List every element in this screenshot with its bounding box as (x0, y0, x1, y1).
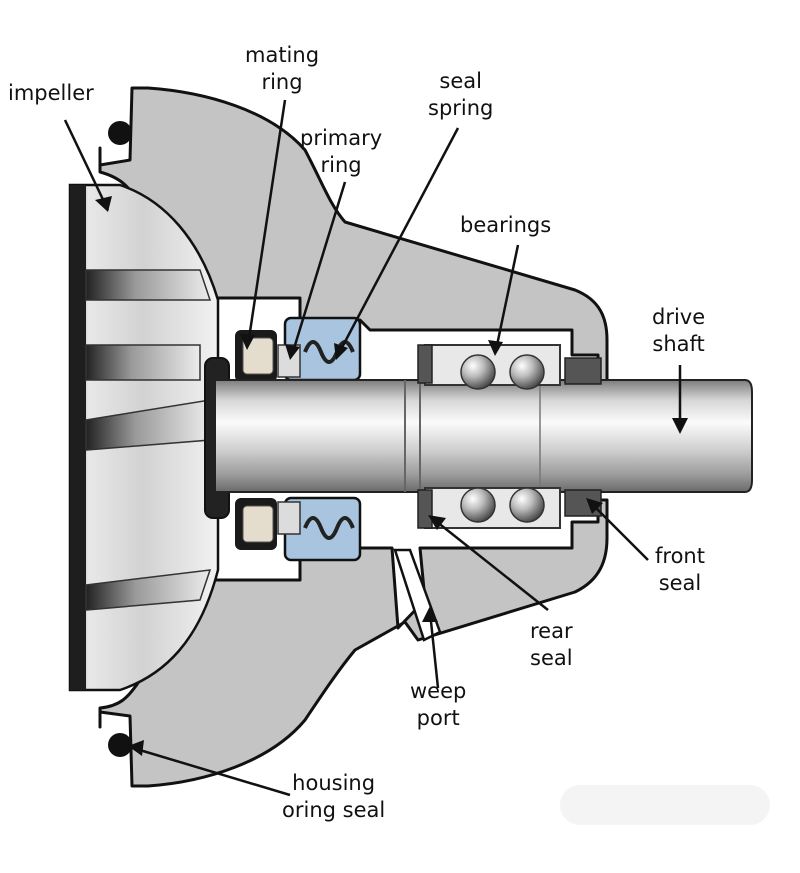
leader-lines (63, 99, 682, 797)
label-housing-oring-seal: housing oring seal (282, 771, 386, 822)
label-drive-shaft: drive shaft (652, 305, 706, 356)
label-weep-port: weep port (410, 679, 467, 730)
leader-bearings (494, 244, 520, 351)
leader-impeller (63, 119, 110, 211)
rear-seal-lower (417, 489, 433, 529)
impeller-vane-mid (85, 344, 201, 381)
leader-front-seal (589, 501, 649, 561)
bearing-ball (460, 354, 496, 390)
watermark-area (560, 785, 770, 825)
leader-rear-seal (431, 517, 549, 611)
bearing-ball (509, 354, 545, 390)
bearing-ball (460, 487, 496, 523)
leader-housing-oring (132, 746, 291, 797)
label-seal-spring: seal spring (428, 69, 494, 120)
arrowhead (95, 196, 112, 212)
label-front-seal: front seal (655, 544, 705, 595)
arrowhead (240, 334, 255, 350)
arrowhead (422, 606, 438, 622)
impeller-vane-bottom (85, 569, 212, 611)
arrowhead (428, 515, 446, 530)
bearing-ball (509, 487, 545, 523)
arrowhead (285, 344, 300, 360)
rear-seal-upper (417, 344, 433, 384)
leader-seal-spring (336, 127, 460, 356)
arrowhead (586, 498, 603, 514)
seal-spring-lower (303, 516, 355, 540)
label-bearings: bearings (460, 213, 552, 237)
drive-shaft (214, 379, 753, 493)
arrowhead (488, 340, 503, 356)
label-impeller: impeller (8, 81, 94, 105)
arrowhead (334, 343, 348, 360)
label-primary-ring: primary ring (300, 126, 383, 177)
arrowhead (672, 418, 688, 434)
impeller-hub-edge (70, 185, 86, 690)
leader-mating-ring (246, 99, 287, 346)
oring-top (108, 121, 132, 145)
leader-primary-ring (290, 181, 347, 356)
arrowhead (128, 740, 144, 756)
mating-ring-lower-inner (242, 505, 274, 543)
label-mating-ring: mating ring (245, 43, 320, 94)
mating-ring-upper-inner (242, 337, 274, 375)
oring-bottom (108, 733, 132, 757)
arrowheads (95, 196, 688, 756)
front-seal-upper (564, 357, 602, 385)
label-rear-seal: rear seal (530, 619, 573, 670)
leader-weep-port (428, 611, 440, 689)
impeller-vane-top (85, 269, 212, 301)
primary-ring-lower (277, 501, 301, 535)
